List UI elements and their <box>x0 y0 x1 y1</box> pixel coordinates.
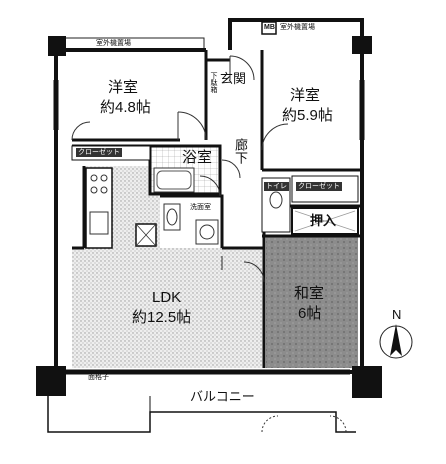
outer-walls <box>54 18 364 374</box>
mb-box <box>261 21 277 35</box>
kitchen-counter <box>85 167 113 249</box>
label-closet-right: クローゼット <box>296 182 342 191</box>
label-corridor: 廊下 <box>233 138 248 164</box>
bathtub <box>153 167 195 193</box>
label-oshiire: 押入 <box>310 213 337 228</box>
ldk-floor <box>72 248 264 368</box>
label-toilet: トイレ <box>264 182 289 191</box>
label-closet-left: クローゼット <box>76 148 122 157</box>
label-balcony: バルコニー <box>190 389 255 404</box>
washitsu-floor <box>266 236 358 368</box>
washbasin <box>163 203 181 231</box>
label-north: N <box>392 307 402 322</box>
label-washroom: 洗面室 <box>190 204 211 211</box>
label-ac-top: 室外機置場 <box>96 40 131 47</box>
north-arrow <box>379 324 413 359</box>
label-room-west: 洋室 <box>108 79 139 96</box>
label-kutsubako: 下駄箱 <box>210 72 217 93</box>
label-ac-right: 室外機置場 <box>280 24 315 31</box>
toilet-bowl <box>269 191 283 209</box>
column-tl <box>48 36 66 56</box>
column-tr <box>352 36 372 54</box>
label-bath: 浴室 <box>182 149 213 166</box>
door-swings <box>71 55 289 283</box>
label-washitsu-size: 6帖 <box>298 305 322 322</box>
label-genkan: 玄関 <box>220 71 247 86</box>
label-mb: MB <box>264 24 275 31</box>
washing-machine <box>195 219 219 245</box>
column-br <box>352 366 382 398</box>
label-kurumado: 面格子 <box>88 374 109 381</box>
label-ldk: LDK <box>152 289 182 306</box>
label-room-west-size: 約4.8帖 <box>100 99 151 116</box>
interior-walls <box>72 20 360 368</box>
column-bl <box>36 366 66 396</box>
label-room-east-size: 約5.9帖 <box>282 107 333 124</box>
label-room-east: 洋室 <box>290 87 321 104</box>
label-washitsu: 和室 <box>294 285 325 302</box>
label-ldk-size: 約12.5帖 <box>132 309 192 326</box>
windows <box>53 80 365 375</box>
